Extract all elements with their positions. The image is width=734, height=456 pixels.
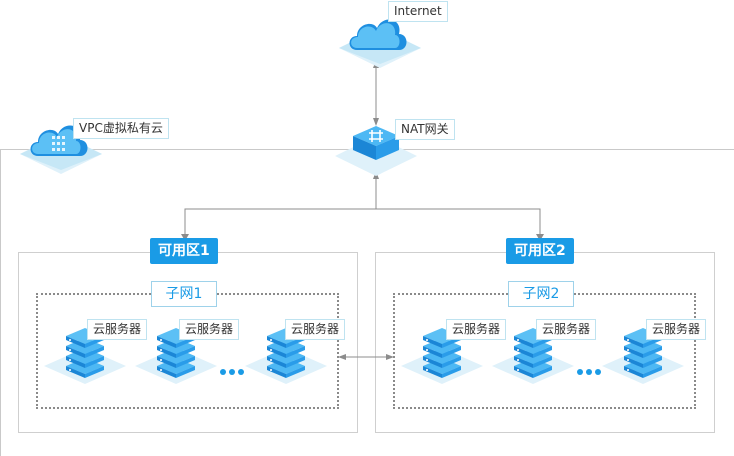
more-servers-ellipsis bbox=[577, 369, 601, 375]
server-label: 云服务器 bbox=[446, 319, 507, 340]
server-label: 云服务器 bbox=[646, 319, 707, 340]
zone-2-label: 可用区2 bbox=[506, 238, 574, 264]
server-label: 云服务器 bbox=[285, 319, 346, 340]
vpc-label: VPC虚拟私有云 bbox=[73, 118, 169, 139]
subnet-2-label: 子网2 bbox=[508, 281, 574, 307]
zone-1-label: 可用区1 bbox=[150, 238, 218, 264]
cloud-icon bbox=[339, 19, 421, 68]
server-label: 云服务器 bbox=[179, 319, 240, 340]
zone-branch-link bbox=[184, 208, 541, 238]
nat-gateway-icon bbox=[335, 126, 417, 176]
server-label: 云服务器 bbox=[87, 319, 148, 340]
server-label: 云服务器 bbox=[536, 319, 597, 340]
subnet-1-label: 子网1 bbox=[151, 281, 217, 307]
more-servers-ellipsis bbox=[220, 369, 244, 375]
nat-label: NAT网关 bbox=[395, 119, 455, 140]
internet-label: Internet bbox=[388, 1, 448, 22]
